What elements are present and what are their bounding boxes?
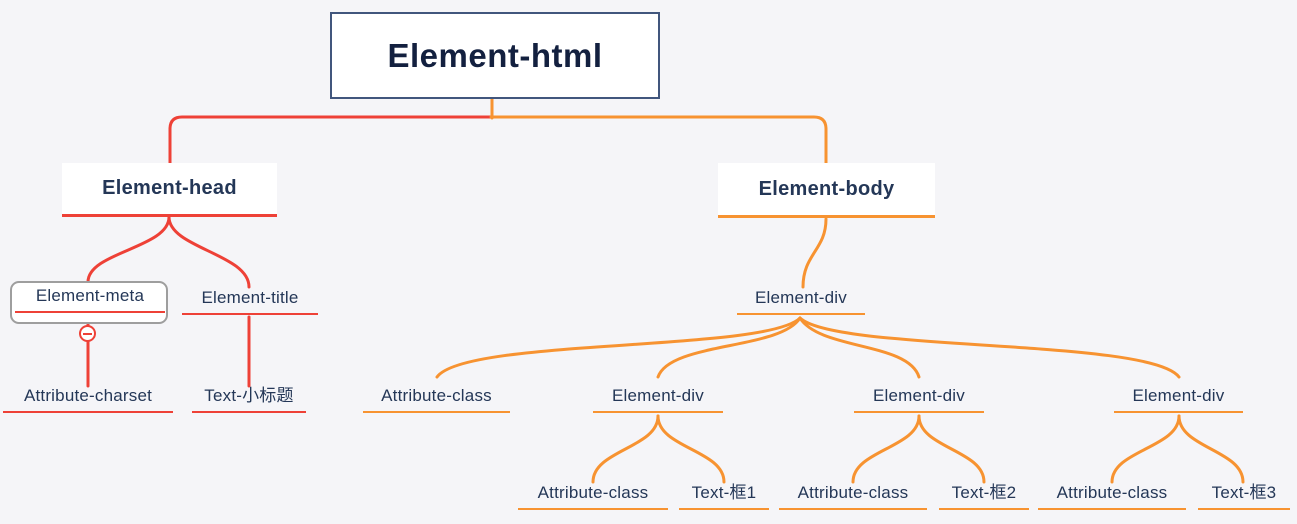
- edge-head-meta: [86, 215, 171, 284]
- edge-div2-text: [656, 414, 726, 484]
- edge-div-div4: [798, 316, 1181, 379]
- edge-div3-attr: [851, 414, 921, 484]
- edge-div-attr1: [435, 316, 802, 379]
- node-text-box-3[interactable]: Text-框3: [1198, 483, 1290, 510]
- node-text-box-2[interactable]: Text-框2: [939, 483, 1029, 510]
- node-element-div-3[interactable]: Element-div: [854, 386, 984, 413]
- edge-div4-attr: [1110, 414, 1181, 484]
- edge-div-div2: [656, 316, 802, 379]
- edge-div2-attr: [591, 414, 660, 484]
- node-attribute-class-4[interactable]: Attribute-class: [1038, 483, 1186, 510]
- node-element-div-main[interactable]: Element-div: [737, 288, 865, 315]
- node-element-html[interactable]: Element-html: [330, 12, 660, 99]
- node-attribute-class-3[interactable]: Attribute-class: [779, 483, 927, 510]
- edge-html-head: [168, 115, 495, 165]
- edge-head-title: [167, 215, 251, 289]
- node-element-meta[interactable]: Element-meta: [15, 286, 165, 313]
- node-element-meta-selection-outline[interactable]: Element-meta: [10, 281, 168, 324]
- node-element-title[interactable]: Element-title: [182, 288, 318, 315]
- node-element-head[interactable]: Element-head: [62, 163, 277, 217]
- node-element-div-4[interactable]: Element-div: [1114, 386, 1243, 413]
- node-text-box-1[interactable]: Text-框1: [679, 483, 769, 510]
- node-element-body[interactable]: Element-body: [718, 163, 935, 218]
- node-text-subtitle[interactable]: Text-小标题: [192, 386, 306, 413]
- node-attribute-class-2[interactable]: Attribute-class: [518, 483, 668, 510]
- edge-div-div3: [798, 316, 921, 379]
- node-attribute-charset[interactable]: Attribute-charset: [3, 386, 173, 413]
- edge-div3-text: [917, 414, 986, 484]
- collapse-button[interactable]: [79, 325, 96, 342]
- minus-icon: [83, 332, 92, 335]
- node-attribute-class-1[interactable]: Attribute-class: [363, 386, 510, 413]
- edge-body-div: [801, 217, 828, 289]
- node-element-div-2[interactable]: Element-div: [593, 386, 723, 413]
- edge-div4-text: [1177, 414, 1245, 484]
- edge-html-body: [489, 115, 828, 165]
